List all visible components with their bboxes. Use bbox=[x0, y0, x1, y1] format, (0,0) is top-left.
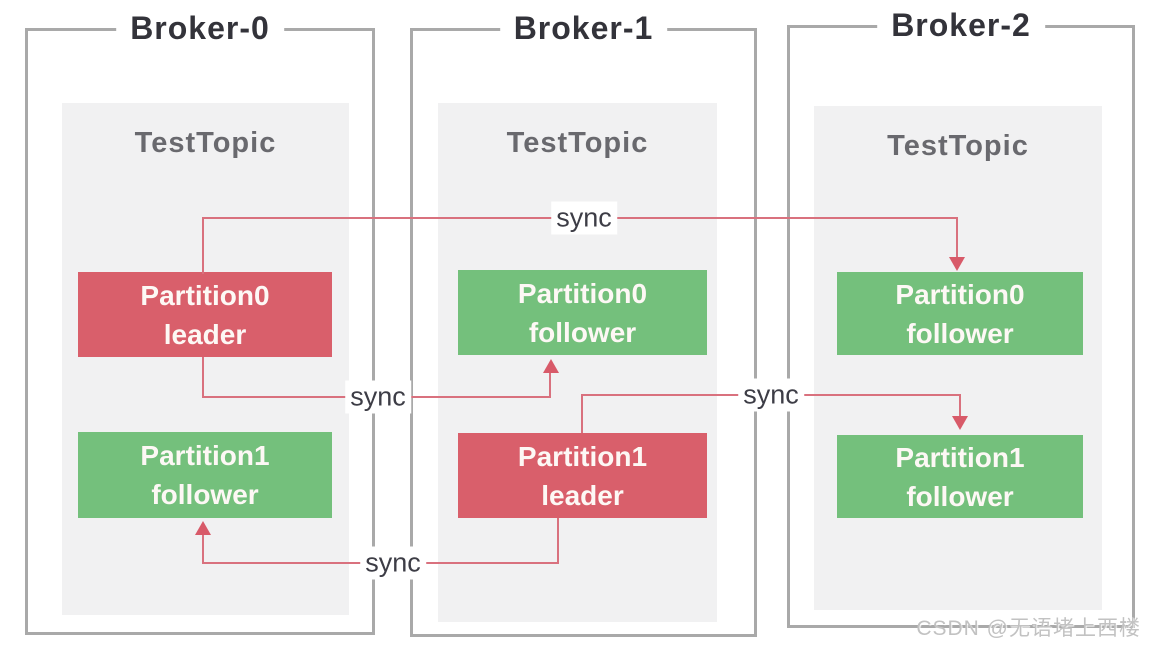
broker-1-box: Broker-1 TestTopic Partition0 follower P… bbox=[410, 10, 757, 637]
partition-name: Partition1 bbox=[517, 440, 648, 472]
broker-0-title: Broker-0 bbox=[116, 10, 284, 47]
broker-0-partition1-follower-box: Partition1 follower bbox=[78, 432, 332, 518]
sync2-down-segment bbox=[202, 357, 204, 397]
partition-role: leader bbox=[163, 318, 247, 350]
partition-name: Partition0 bbox=[895, 278, 1025, 310]
watermark: CSDN @无语堵上西楼 bbox=[916, 617, 1141, 640]
sync4-label: sync bbox=[360, 546, 426, 580]
broker-1-title: Broker-1 bbox=[499, 10, 668, 47]
partition-role: follower bbox=[151, 479, 259, 510]
partition-name: Partition1 bbox=[140, 440, 270, 471]
sync3-arrow-down-icon bbox=[952, 416, 968, 430]
broker-1-partition0-follower-box: Partition0 follower bbox=[458, 270, 707, 355]
broker-1-partition1-leader-box: Partition1 leader bbox=[458, 433, 707, 518]
sync4-up-segment bbox=[202, 534, 204, 563]
broker-0-topic-box: TestTopic Partition0 leader Partition1 f… bbox=[62, 103, 349, 615]
partition-role: follower bbox=[528, 316, 637, 348]
sync2-label: sync bbox=[345, 380, 411, 414]
broker-1-topic-box: TestTopic Partition0 follower Partition1… bbox=[438, 103, 717, 622]
partition-name: Partition0 bbox=[517, 277, 648, 309]
broker-2-topic-box: TestTopic Partition0 follower Partition1… bbox=[814, 106, 1102, 610]
broker-0-partition0-leader-box: Partition0 leader bbox=[78, 272, 332, 357]
sync1-up-segment bbox=[202, 218, 204, 274]
broker-2-box: Broker-2 TestTopic Partition0 follower P… bbox=[787, 7, 1135, 628]
broker-2-partition0-follower-box: Partition0 follower bbox=[837, 272, 1083, 355]
sync3-up-segment bbox=[581, 396, 583, 433]
partition-role: follower bbox=[906, 317, 1014, 349]
broker-2-partition1-follower-box: Partition1 follower bbox=[837, 435, 1083, 518]
sync4-arrow-up-icon bbox=[195, 521, 211, 535]
broker-0-box: Broker-0 TestTopic Partition0 leader Par… bbox=[25, 10, 375, 635]
sync3-label: sync bbox=[738, 378, 804, 412]
sync1-label: sync bbox=[551, 201, 617, 235]
broker-1-topic-title: TestTopic bbox=[506, 127, 649, 159]
sync2-up-segment bbox=[549, 372, 551, 397]
sync1-down-segment bbox=[956, 217, 958, 258]
sync4-down-segment bbox=[557, 518, 559, 564]
broker-0-topic-title: TestTopic bbox=[134, 127, 277, 159]
broker-2-topic-title: TestTopic bbox=[887, 130, 1029, 162]
broker-2-title: Broker-2 bbox=[877, 7, 1045, 44]
sync1-arrow-down-icon bbox=[949, 257, 965, 271]
sync2-arrow-up-icon bbox=[543, 359, 559, 373]
partition-name: Partition1 bbox=[895, 441, 1025, 473]
partition-role: follower bbox=[906, 480, 1014, 512]
partition-role: leader bbox=[541, 479, 624, 511]
partition-name: Partition0 bbox=[140, 279, 270, 311]
sync3-down-segment bbox=[959, 394, 961, 417]
